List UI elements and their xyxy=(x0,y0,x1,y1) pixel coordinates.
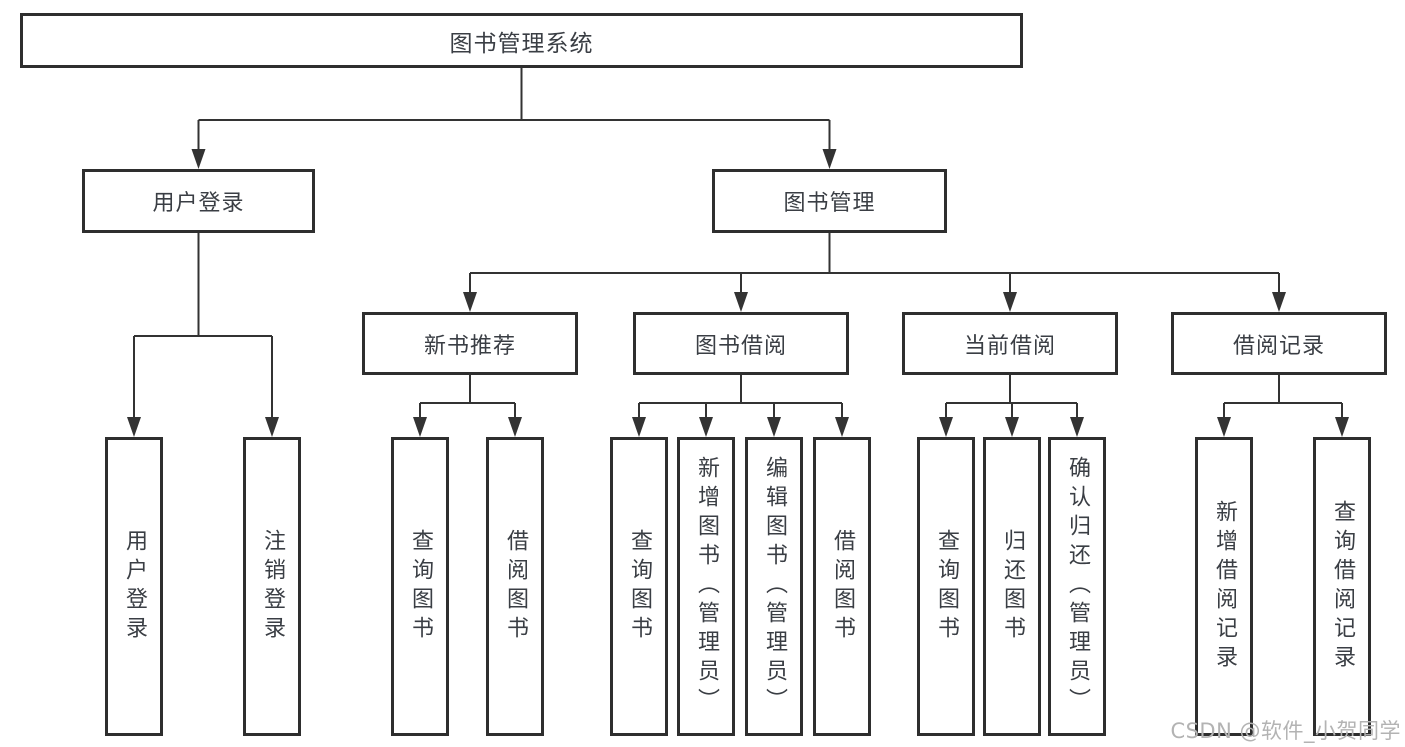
leaf-borrow-books: 借阅图书 xyxy=(813,437,871,736)
node-label: 图书管理系统 xyxy=(449,30,594,57)
node-new-book-recommend: 新书推荐 xyxy=(362,312,578,375)
node-label: 当前借阅 xyxy=(963,333,1056,359)
leaf-label: 查询图书 xyxy=(627,528,652,645)
node-current-borrow: 当前借阅 xyxy=(902,312,1118,375)
leaf-confirm-return-admin: 确认归还（管理员） xyxy=(1048,437,1106,736)
leaf-label: 查询图书 xyxy=(408,528,433,645)
node-book-management: 图书管理 xyxy=(712,169,947,233)
node-label: 新书推荐 xyxy=(423,333,516,359)
leaf-label: 新增借阅记录 xyxy=(1212,499,1237,674)
node-user-login: 用户登录 xyxy=(82,169,315,233)
leaf-return-book: 归还图书 xyxy=(983,437,1041,736)
leaf-query-borrow-record: 查询借阅记录 xyxy=(1313,437,1371,736)
connector-current-borrow-group xyxy=(939,375,1084,437)
connector-borrow-records-group xyxy=(1217,375,1349,437)
leaf-label: 确认归还（管理员） xyxy=(1065,456,1090,717)
leaf-label: 用户登录 xyxy=(122,528,147,645)
connector-root-to-level1 xyxy=(191,68,837,169)
leaf-label: 归还图书 xyxy=(1000,528,1025,645)
connector-book-borrow-group xyxy=(632,375,849,437)
node-label: 图书管理 xyxy=(783,191,876,216)
leaf-label: 借阅图书 xyxy=(830,528,855,645)
leaf-borrow-books-recommend: 借阅图书 xyxy=(486,437,544,736)
leaf-user-login: 用户登录 xyxy=(105,437,163,736)
node-label: 借阅记录 xyxy=(1232,333,1325,359)
node-borrow-records: 借阅记录 xyxy=(1171,312,1387,375)
leaf-query-books-recommend: 查询图书 xyxy=(391,437,449,736)
leaf-label: 查询借阅记录 xyxy=(1330,499,1355,674)
leaf-edit-book-admin: 编辑图书（管理员） xyxy=(745,437,803,736)
node-library-system-root: 图书管理系统 xyxy=(20,13,1023,68)
node-label: 图书借阅 xyxy=(694,333,787,359)
leaf-label: 新增图书（管理员） xyxy=(694,456,719,717)
leaf-logout: 注销登录 xyxy=(243,437,301,736)
connector-user-login-group xyxy=(127,233,279,437)
node-book-borrow: 图书借阅 xyxy=(633,312,849,375)
leaf-query-books-current: 查询图书 xyxy=(917,437,975,736)
csdn-watermark: CSDN @软件_小贺同学 xyxy=(1170,719,1401,743)
node-label: 用户登录 xyxy=(152,191,245,216)
leaf-label: 注销登录 xyxy=(260,528,285,645)
leaf-label: 借阅图书 xyxy=(503,528,528,645)
connector-new-book-group xyxy=(413,375,522,437)
leaf-add-borrow-record: 新增借阅记录 xyxy=(1195,437,1253,736)
leaf-query-books-borrow: 查询图书 xyxy=(610,437,668,736)
connector-book-management-to-level2 xyxy=(463,233,1286,312)
leaf-add-book-admin: 新增图书（管理员） xyxy=(677,437,735,736)
leaf-label: 查询图书 xyxy=(934,528,959,645)
leaf-label: 编辑图书（管理员） xyxy=(762,456,787,717)
